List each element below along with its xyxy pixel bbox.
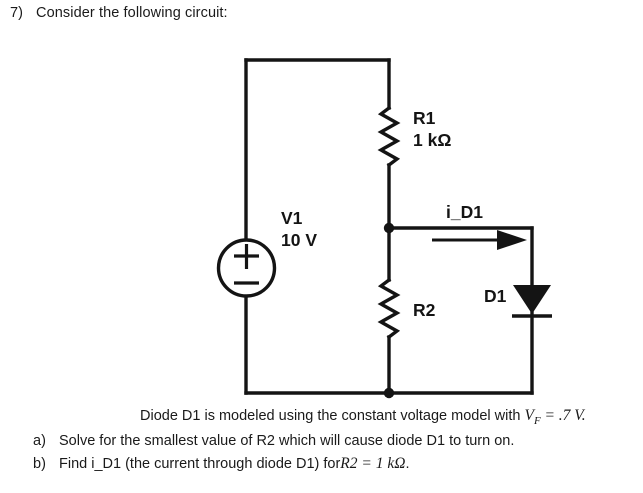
item-marker-b: b) bbox=[33, 455, 46, 472]
item-math-b: R2 = 1 kΩ bbox=[340, 454, 406, 472]
label-r1-name: R1 bbox=[413, 108, 436, 128]
resistor-r2-body bbox=[377, 277, 401, 340]
list-item: b) Find i_D1 (the current through diode … bbox=[0, 452, 643, 476]
node-dot-middle bbox=[383, 222, 395, 234]
list-item: a) Solve for the smallest value of R2 wh… bbox=[0, 430, 643, 452]
intro-math-sub: F bbox=[533, 415, 541, 428]
problem-statement: Diode D1 is modeled using the constant v… bbox=[0, 404, 643, 475]
source-plus-icon bbox=[234, 244, 259, 269]
label-v1-name: V1 bbox=[281, 208, 303, 228]
question-header: 7) Consider the following circuit: bbox=[10, 5, 228, 21]
intro-math-v: V bbox=[524, 407, 534, 424]
circuit-schematic: R1 1 kΩ V1 10 V R2 D1 i_D1 bbox=[216, 58, 552, 399]
resistor-r1-body bbox=[377, 105, 401, 168]
intro-math-rest: = .7 V. bbox=[540, 407, 586, 424]
label-current-i-d1: i_D1 bbox=[446, 202, 483, 222]
question-number: 7) bbox=[10, 5, 24, 21]
item-text-b: Find i_D1 (the current through diode D1)… bbox=[59, 455, 341, 472]
label-d1-name: D1 bbox=[484, 286, 507, 306]
label-r1-value: 1 kΩ bbox=[413, 130, 451, 150]
node-dot-bottom bbox=[383, 387, 395, 399]
intro-line: Diode D1 is modeled using the constant v… bbox=[0, 404, 643, 430]
question-prompt: Consider the following circuit: bbox=[36, 5, 228, 21]
item-tail-b: . bbox=[405, 455, 410, 472]
label-r2-name: R2 bbox=[413, 300, 436, 320]
current-arrow-i-d1 bbox=[432, 230, 527, 250]
intro-math-symbol: VF = .7 V. bbox=[524, 407, 586, 428]
diode-d1-symbol bbox=[512, 285, 552, 318]
intro-text: Diode D1 is modeled using the constant v… bbox=[140, 408, 525, 424]
item-text-a: Solve for the smallest value of R2 which… bbox=[59, 432, 515, 449]
label-v1-value: 10 V bbox=[281, 230, 317, 250]
item-marker-a: a) bbox=[33, 432, 46, 449]
